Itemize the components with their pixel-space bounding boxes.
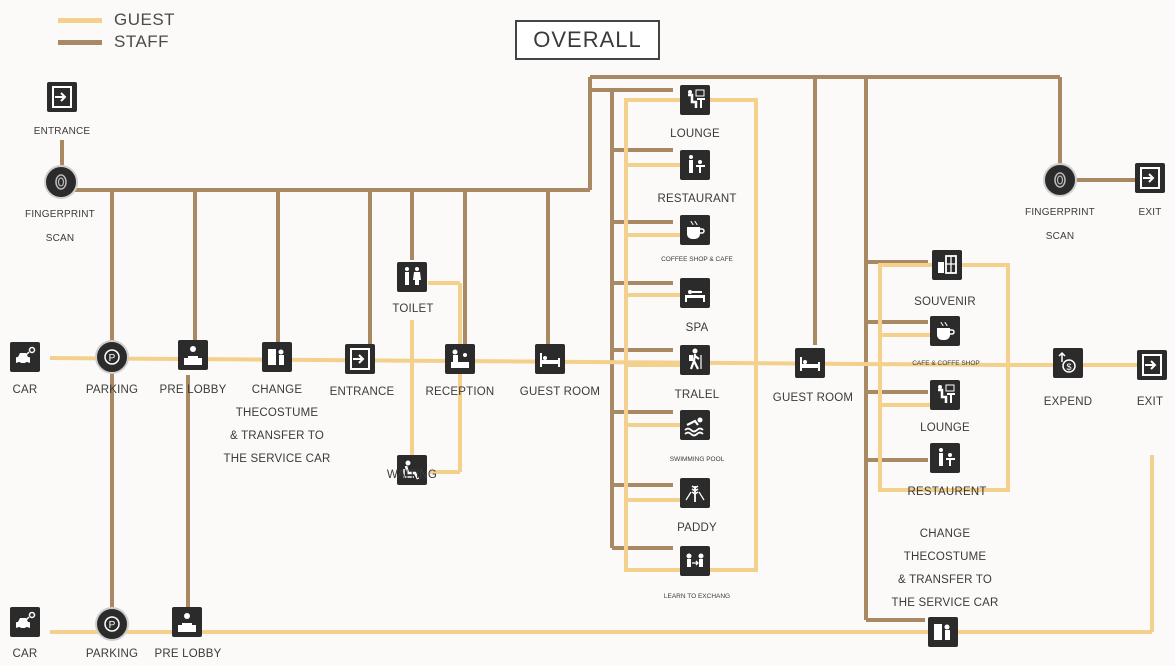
exit-icon: [1137, 350, 1167, 380]
fingerprint-1-label-line-1: FINGERPRINT: [25, 209, 95, 220]
money-icon: $: [1053, 348, 1083, 378]
swimming-label: SWIMMING POOL: [669, 456, 725, 463]
exit-staff-label: EXIT: [1138, 207, 1162, 218]
lounge-2-label: LOUNGE: [920, 422, 970, 434]
coffee-icon: [930, 316, 960, 346]
parking-icon: P: [95, 340, 129, 374]
spa-icon: [680, 278, 710, 308]
waiting-label-text: WAITING: [386, 469, 438, 481]
car-key-icon: [10, 342, 40, 372]
guest-flow-lines: [49, 98, 1154, 634]
entrance-icon: [47, 82, 77, 112]
car-1-label: CAR: [12, 384, 38, 396]
car-key-icon: [10, 607, 40, 637]
reception-icon: [445, 344, 475, 374]
reception-label: RECEPTION: [425, 386, 495, 398]
entrance-icon: [345, 344, 375, 374]
change-2-label-line-3: & TRANSFER TO: [898, 574, 992, 586]
restaurant-1-label: RESTAURANT: [657, 193, 737, 205]
legend-guest-swatch: [58, 17, 102, 23]
souvenir-icon: [932, 250, 962, 280]
guest-room-2-label: GUEST ROOM: [772, 392, 854, 404]
restaurant-2-label: RESTAURENT: [907, 486, 987, 498]
restaurant-icon: [680, 150, 710, 180]
reception-desk-icon: [178, 340, 208, 370]
exit-icon: [1135, 163, 1165, 193]
restaurant-icon: [930, 443, 960, 473]
change-costume-icon: [928, 617, 958, 647]
car-2-label: CAR: [12, 648, 38, 660]
learn-label: LEARN TO EXCHANG: [663, 593, 731, 600]
exchange-icon: [680, 546, 710, 576]
change-1-label-line-3: & TRANSFER TO: [230, 430, 324, 442]
reception-desk-icon: [172, 607, 202, 637]
lounge-icon: [930, 380, 960, 410]
entrance-guest-label: ENTRANCE: [329, 386, 395, 398]
fingerprint-2-label-line-2: SCAN: [1045, 231, 1075, 242]
change-1-label-line-1: CHANGE: [251, 384, 303, 396]
lounge-icon: [680, 85, 710, 115]
exit-guest-label: EXIT: [1136, 396, 1164, 408]
fingerprint-1-label-line-2: SCAN: [45, 233, 75, 244]
fingerprint-2-label-line-1: FINGERPRINT: [1025, 207, 1095, 218]
change-2-label-line-1: CHANGE: [919, 528, 971, 540]
legend-staff: STAFF: [58, 32, 169, 52]
legend-staff-label: STAFF: [114, 32, 170, 51]
coffee-1-label: COFFEE SHOP & CAFE: [661, 256, 733, 263]
staff-flow-lines: [60, 75, 1140, 640]
paddy-icon: [680, 478, 710, 508]
souvenir-label: SOUVENIR: [914, 296, 976, 308]
change-2-label-line-2: THECOSTUME: [903, 551, 987, 563]
coffee-icon: [680, 215, 710, 245]
parking-icon: P: [95, 607, 129, 641]
legend-guest: GUEST: [58, 10, 175, 30]
coffee-2-label: CAFE & COFFE SHOP: [912, 360, 980, 367]
svg-text:P: P: [109, 353, 116, 364]
legend-staff-swatch: [58, 39, 102, 45]
change-2-label-line-4: THE SERVICE CAR: [891, 597, 999, 609]
toilet-label: TOILET: [392, 303, 434, 315]
paddy-label: PADDY: [677, 522, 717, 534]
parking-2-label: PARKING: [85, 648, 139, 660]
change-1-label-line-4: THE SERVICE CAR: [223, 453, 331, 465]
bed-icon: [535, 344, 565, 374]
prelobby-2-label: PRE LOBBY: [154, 648, 222, 660]
svg-text:$: $: [1066, 362, 1071, 372]
entrance-staff-label: ENTRANCE: [33, 126, 91, 137]
hiker-icon: [680, 345, 710, 375]
svg-text:P: P: [109, 620, 116, 631]
change-1-label-line-2: THECOSTUME: [235, 407, 319, 419]
travel-label: TRALEL: [674, 389, 720, 401]
toilet-icon: [397, 262, 427, 292]
spa-label: SPA: [685, 322, 709, 334]
bed-icon: [795, 348, 825, 378]
legend-guest-label: GUEST: [114, 10, 176, 29]
fingerprint-icon: [44, 165, 78, 199]
diagram-title: OVERALL: [515, 20, 660, 60]
prelobby-1-label: PRE LOBBY: [159, 384, 227, 396]
lounge-1-label: LOUNGE: [670, 128, 720, 140]
change-costume-icon: [262, 342, 292, 372]
fingerprint-icon: [1043, 163, 1077, 197]
expend-label: EXPEND: [1043, 396, 1093, 408]
waiting-icon: [397, 455, 427, 485]
parking-1-label: PARKING: [85, 384, 139, 396]
guest-room-1-label: GUEST ROOM: [519, 386, 601, 398]
swimmer-icon: [680, 410, 710, 440]
